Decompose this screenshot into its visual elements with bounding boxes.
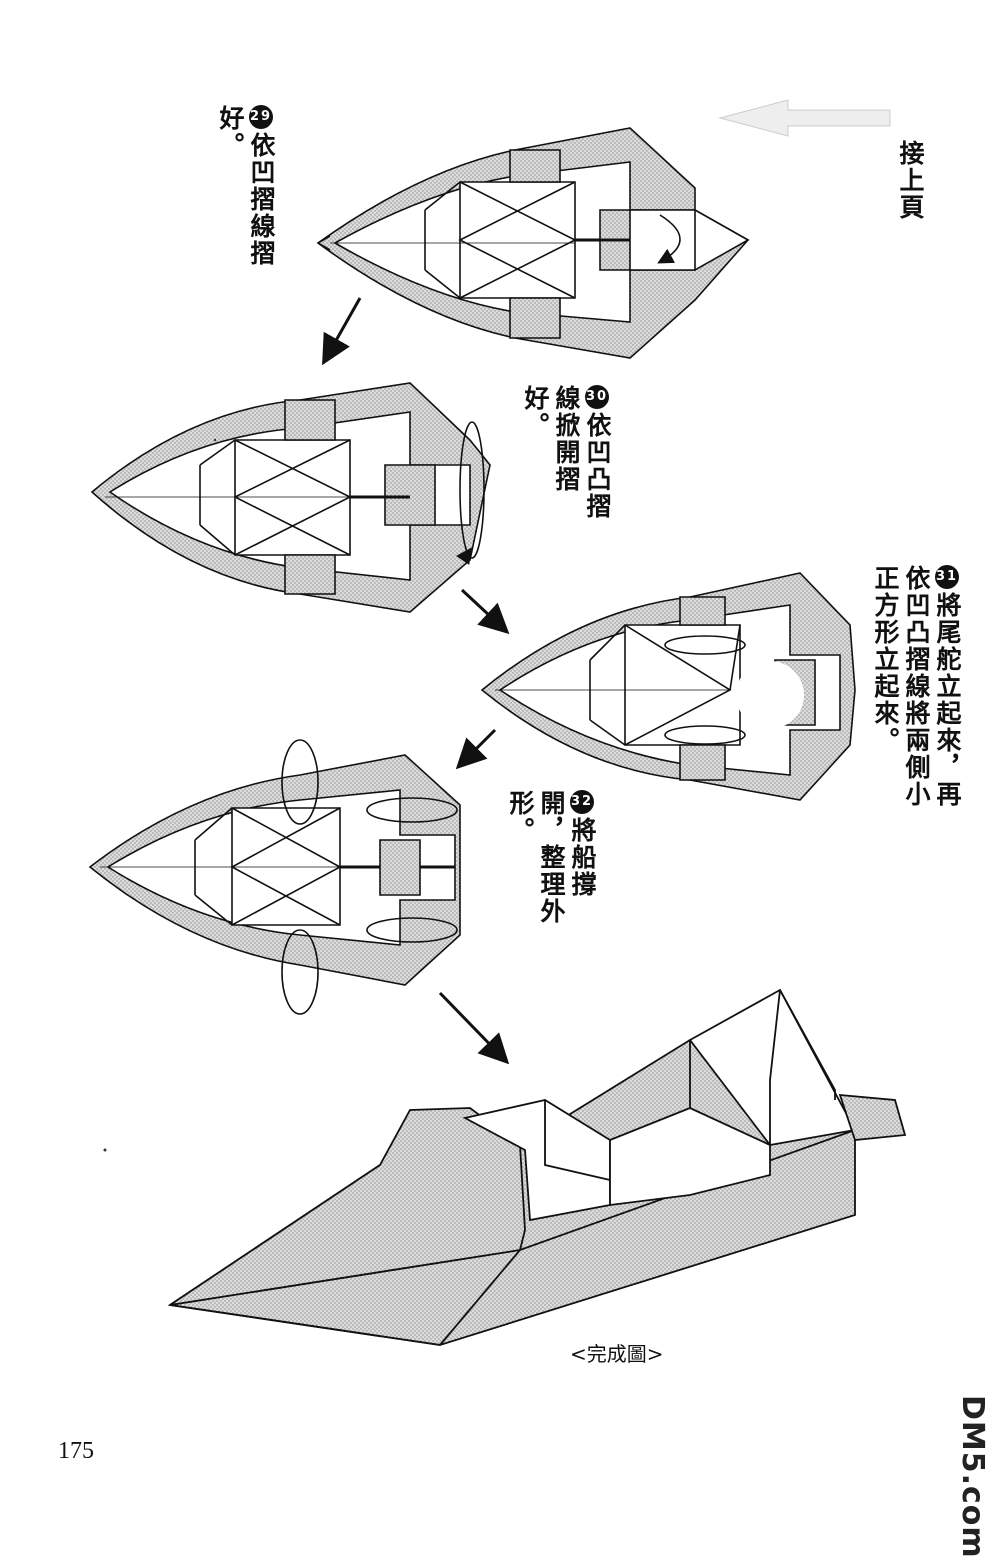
flow-arrow-icon	[438, 991, 510, 1065]
step-32-instruction: 32將船撐開，整理外形。	[505, 790, 598, 930]
step-30-number: 30	[585, 385, 609, 409]
speck	[213, 438, 217, 442]
step-31-instruction: 31將尾舵立起來，再依凹凸摺線將兩側小正方形立起來。	[870, 565, 963, 810]
step-32-text: 將船撐開，整理外形。	[506, 790, 597, 925]
finished-boat-figure	[167, 988, 907, 1346]
continue-arrow-icon	[718, 99, 891, 137]
flow-arrow-icon	[455, 728, 497, 770]
speck	[103, 1148, 107, 1152]
step-30-text: 依凹凸摺線掀開摺好。	[521, 385, 612, 520]
step-32-figure	[88, 739, 461, 1015]
step-32-number: 32	[570, 790, 594, 814]
step-30-instruction: 30依凹凸摺線掀開摺好。	[520, 385, 613, 525]
step-29-text: 依凹摺線摺好。	[216, 105, 276, 267]
step-31-text: 將尾舵立起來，再依凹凸摺線將兩側小正方形立起來。	[871, 565, 962, 808]
page-number: 175	[58, 1438, 94, 1464]
flow-arrow-icon	[460, 588, 510, 635]
flow-arrow-icon	[322, 297, 362, 366]
step-29-figure	[316, 127, 750, 359]
step-29-instruction: 29依凹摺線摺好。	[215, 105, 277, 275]
watermark: DM5.com	[955, 1395, 990, 1559]
step-31-figure	[480, 572, 856, 801]
step-29-number: 29	[249, 105, 273, 129]
step-30-figure	[90, 382, 491, 613]
completed-figure-caption: <完成圖>	[570, 1342, 664, 1366]
step-31-number: 31	[935, 565, 959, 589]
continue-label: 接上頁	[896, 140, 925, 221]
